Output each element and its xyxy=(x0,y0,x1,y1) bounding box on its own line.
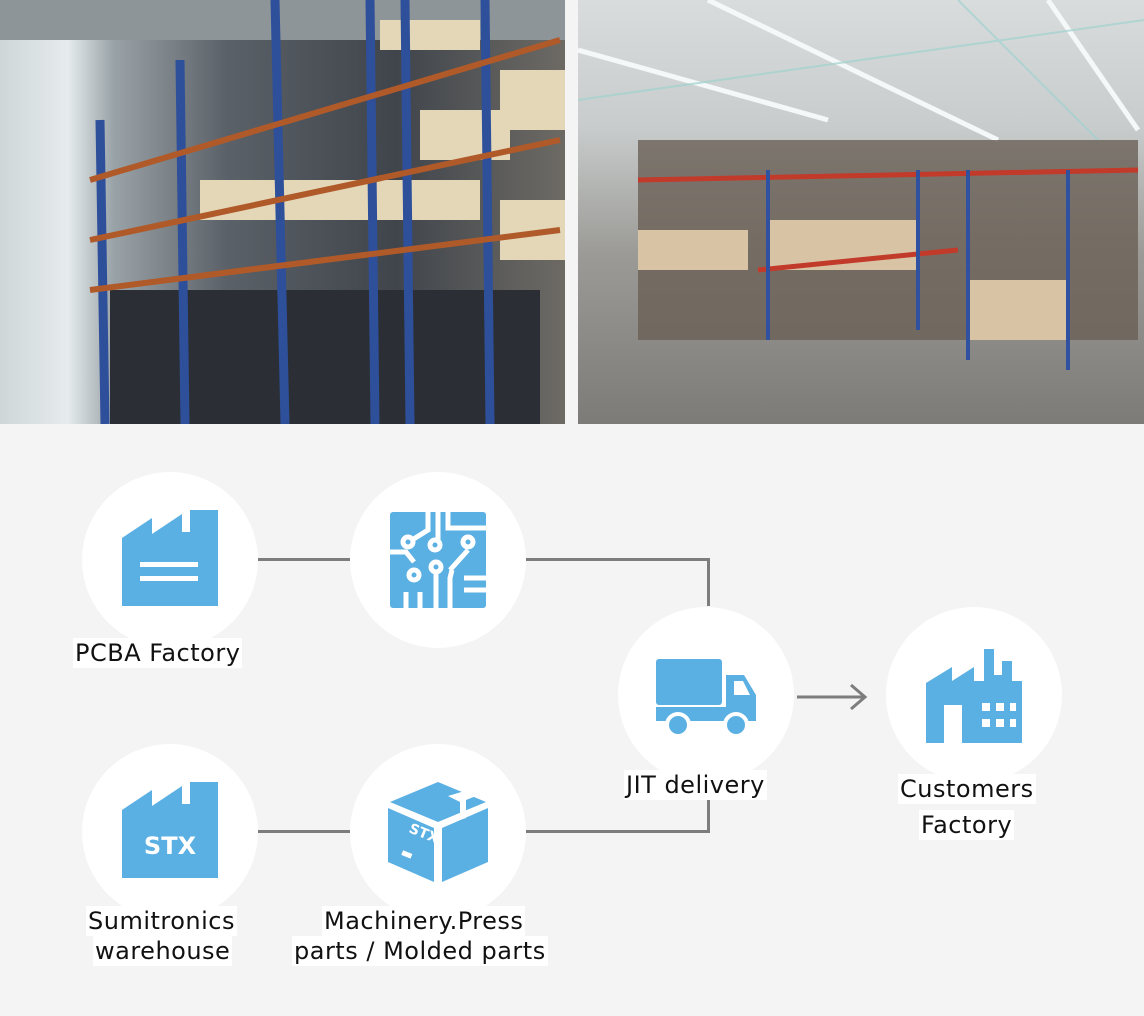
parts-label-line1: Machinery.Press xyxy=(322,906,526,936)
sumitronics-warehouse-label-line1: Sumitronics xyxy=(86,906,238,936)
stx-icon-text: STX xyxy=(144,832,197,860)
sumitronics-warehouse-label-line2: warehouse xyxy=(93,936,233,966)
pcba-factory-node xyxy=(82,472,258,648)
customers-factory-label-line2: Factory xyxy=(919,810,1015,840)
jit-delivery-label: JIT delivery xyxy=(624,770,767,800)
truck-icon xyxy=(656,659,756,738)
sumitronics-warehouse-node: STX xyxy=(82,744,258,920)
interior-illustration xyxy=(578,0,1144,370)
connector-line xyxy=(526,558,710,561)
parts-node: STX xyxy=(350,744,526,920)
connector-line xyxy=(258,830,350,833)
factory-icon xyxy=(122,510,218,606)
factory-building-icon xyxy=(926,649,1022,743)
circuit-board-node xyxy=(350,472,526,648)
factory-icon: STX xyxy=(122,782,218,878)
warehouse-racks-photo xyxy=(0,0,565,424)
connector-line xyxy=(707,800,710,833)
connector-line xyxy=(258,558,350,561)
warehouse-interior-photo xyxy=(578,0,1144,424)
box-icon: STX xyxy=(388,782,488,882)
connector-line xyxy=(526,830,710,833)
pcba-factory-label: PCBA Factory xyxy=(73,638,243,668)
customers-factory-label-line1: Customers xyxy=(898,774,1036,804)
connector-line xyxy=(707,558,710,606)
arrow-right-icon xyxy=(797,683,868,711)
parts-label-line2: parts / Molded parts xyxy=(292,936,548,966)
circuit-board-icon xyxy=(388,512,488,610)
racks-illustration xyxy=(0,0,565,424)
jit-delivery-node xyxy=(618,607,794,783)
customers-factory-node xyxy=(886,607,1062,783)
